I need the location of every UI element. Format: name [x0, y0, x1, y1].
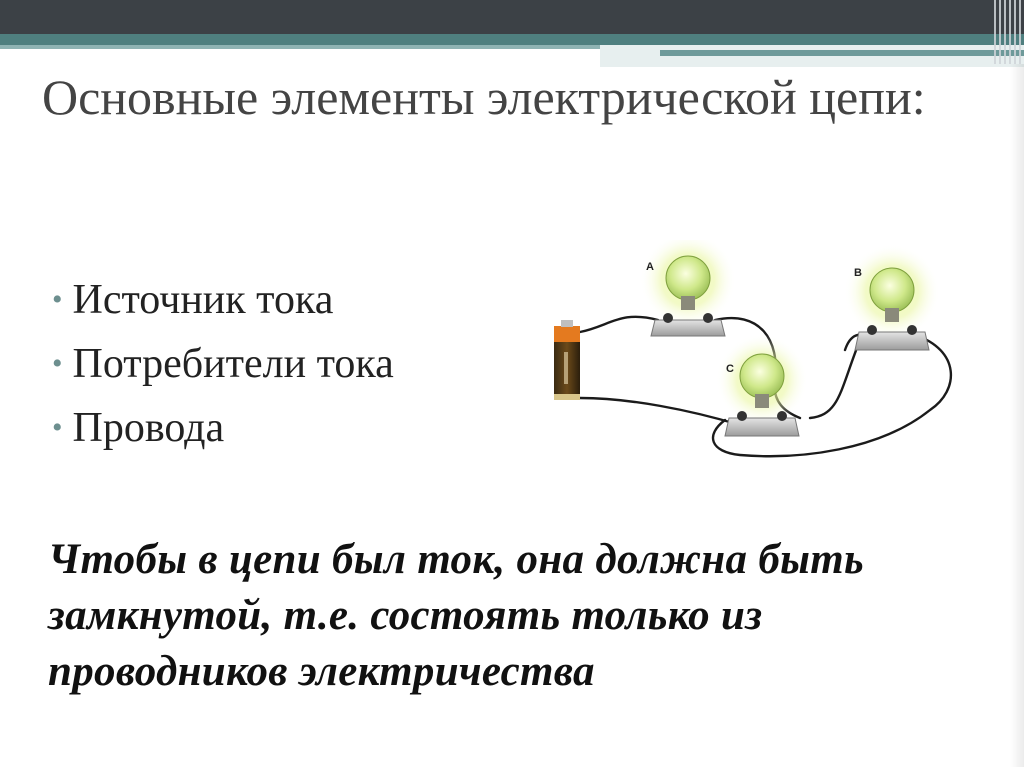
bullet-text: Потребители тока	[72, 341, 394, 387]
lamp-b-label: B	[854, 267, 862, 279]
bullet-dot-icon: •	[52, 283, 63, 316]
lamp-a-icon: A	[640, 240, 736, 337]
battery-icon	[554, 320, 580, 400]
page-edge-shadow	[1010, 64, 1024, 767]
bullet-item: • Источник тока	[52, 268, 394, 332]
bullet-item: • Потребители тока	[52, 332, 394, 396]
header-accent-bar	[0, 34, 1024, 45]
bullet-list: • Источник тока • Потребители тока • Провод…	[52, 268, 394, 460]
slide-title: Основные элементы электрической цепи:	[42, 69, 926, 125]
bullet-dot-icon: •	[52, 347, 63, 380]
lamp-a-label: A	[646, 261, 654, 273]
bullet-text: Провода	[72, 405, 225, 451]
bullet-dot-icon: •	[52, 411, 63, 444]
bullet-item: • Провода	[52, 396, 394, 460]
header-stripes	[994, 0, 1024, 64]
lamp-c-icon: C	[716, 334, 808, 437]
header-right-line	[660, 50, 1024, 56]
bullet-text: Источник тока	[72, 277, 334, 323]
header-accent-line	[0, 45, 1024, 49]
header-bar	[0, 0, 1024, 34]
closed-circuit-note: Чтобы в цепи был ток, она должна быть за…	[48, 536, 864, 695]
header-right-band	[600, 45, 1024, 67]
lamp-b-icon: B	[844, 244, 940, 351]
circuit-illustration: A B C	[554, 240, 952, 458]
lamp-c-label: C	[726, 363, 734, 375]
